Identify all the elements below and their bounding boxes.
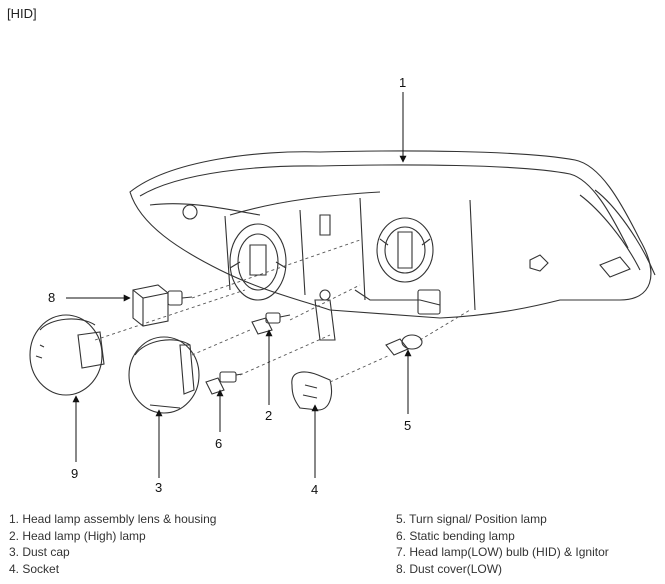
legend-item: 5. Turn signal/ Position lamp bbox=[396, 512, 547, 526]
legend-item: 2. Head lamp (High) lamp bbox=[9, 528, 146, 543]
legend-item: 7. Head lamp(LOW) bulb (HID) & Ignitor bbox=[396, 545, 609, 559]
hid-ignitor-part bbox=[132, 284, 193, 327]
turn-signal-bulb-part bbox=[385, 334, 423, 356]
callout-6: 6 bbox=[215, 436, 222, 451]
legend-item: 8. Dust cover(LOW) bbox=[396, 561, 503, 576]
callout-leaders bbox=[66, 92, 412, 478]
legend-right-column: 5. Turn signal/ Position lamp 6. Static … bbox=[396, 511, 609, 577]
callout-4: 4 bbox=[311, 482, 318, 497]
callout-8: 8 bbox=[48, 290, 55, 305]
callout-2: 2 bbox=[265, 408, 272, 423]
section-tag: [HID] bbox=[7, 6, 37, 21]
headlamp-housing bbox=[129, 150, 656, 341]
legend-item: 1. Head lamp assembly lens & housing bbox=[9, 512, 217, 526]
low-beam-reflector bbox=[376, 217, 434, 283]
assembly-guide-lines bbox=[94, 239, 471, 383]
high-beam-reflector bbox=[229, 223, 287, 301]
legend-item: 4. Socket bbox=[9, 561, 60, 576]
callout-5: 5 bbox=[404, 418, 411, 433]
callout-9: 9 bbox=[71, 466, 78, 481]
bending-lamp-bulb-part bbox=[205, 371, 243, 395]
callout-3: 3 bbox=[155, 480, 162, 495]
dust-cover-part bbox=[29, 314, 105, 396]
callout-1: 1 bbox=[399, 75, 406, 90]
high-beam-bulb-part bbox=[251, 312, 291, 335]
socket-part bbox=[291, 371, 333, 411]
legend-item: 3. Dust cap bbox=[9, 545, 70, 559]
legend-left-column: 1. Head lamp assembly lens & housing 2. … bbox=[9, 511, 216, 577]
legend-item: 6. Static bending lamp bbox=[396, 528, 515, 543]
dust-cap-part bbox=[128, 336, 200, 414]
